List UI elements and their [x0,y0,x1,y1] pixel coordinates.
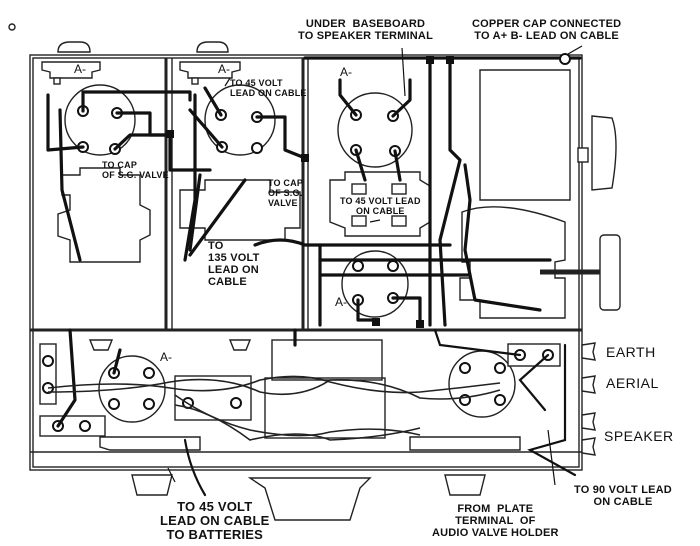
variable-condenser [479,69,571,201]
foot-left [131,474,173,496]
reaction-knob [247,477,372,521]
label-to-cap-sg-1: TO CAP OF S.G. VALVE [102,160,169,180]
terminal-speaker: SPEAKER [604,428,674,444]
resistor-holder [39,415,106,437]
aerial-post [581,375,596,394]
label-to-90-volt: TO 90 VOLT LEAD ON CABLE [574,484,672,508]
label-to-45-volt-top: TO 45 VOLT LEAD ON CABLE [230,78,307,98]
reaction-condenser [459,206,566,319]
twisted-leads [47,375,501,441]
valve-holder-6 [448,350,516,418]
speaker-post-2 [581,437,596,456]
foot-right [444,474,486,496]
speaker-post-1 [581,412,596,431]
label-to-45-volt-batteries: TO 45 VOLT LEAD ON CABLE TO BATTERIES [160,499,270,542]
a-minus-label-1: A- [74,62,86,76]
a-minus-label-4: A- [335,295,347,309]
corner-mark [8,23,16,31]
label-from-plate: FROM PLATE TERMINAL OF AUDIO VALVE HOLDE… [432,503,559,539]
a-minus-label-2: A- [218,62,230,76]
coil-1 [57,167,151,263]
dial-knob [599,234,621,311]
terminal-aerial: AERIAL [606,375,659,391]
label-to-45-volt-mid: TO 45 VOLT LEAD ON CABLE [340,196,421,216]
label-to-135-volt: TO 135 VOLT LEAD ON CABLE [208,240,260,288]
label-to-cap-sg-2: TO CAP OF S.G. VALVE [268,178,304,208]
label-under-baseboard: UNDER BASEBOARD TO SPEAKER TERMINAL [298,18,433,42]
transformer-top [271,339,383,381]
socket-base-1 [99,436,201,451]
socket-base-2 [409,436,521,451]
copper-cap [559,53,571,65]
tuning-knob [591,115,617,191]
terminal-earth: EARTH [606,344,656,360]
earth-post [581,342,596,361]
valve-holder-1 [64,84,136,156]
audio-transformer [264,377,386,439]
baseboard-frame [29,54,583,471]
top-knob-1 [57,41,91,53]
label-pointers [167,45,583,486]
valve-holder-4 [341,250,409,318]
terminal-strip-left [39,343,57,405]
a-minus-label-3: A- [340,65,352,79]
a-minus-block-2 [179,61,241,79]
top-knob-2 [196,41,229,53]
coil-2 [179,179,301,241]
label-copper-cap: COPPER CAP CONNECTED TO A+ B- LEAD ON CA… [472,18,622,42]
valve-holder-5 [98,355,166,423]
a-minus-label-5: A- [160,350,172,364]
wiring [46,58,577,497]
a-minus-block-1 [41,61,101,79]
junction-nodes [166,56,454,328]
